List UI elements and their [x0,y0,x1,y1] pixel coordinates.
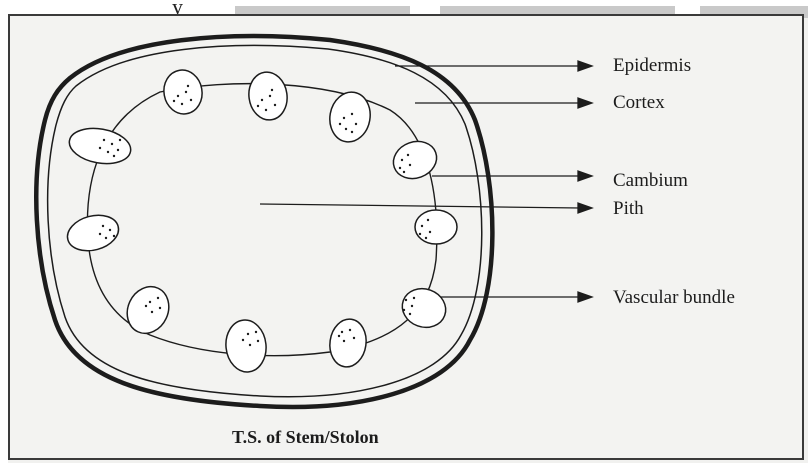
vascular-bundle [397,283,451,334]
vascular-bundle [67,124,134,168]
label-cambium: Cambium [613,170,688,192]
vascular-bundle [326,89,374,145]
vascular-bundle [160,67,205,117]
figure-caption: T.S. of Stem/Stolon [232,427,379,448]
leader-lines [260,61,592,302]
vascular-bundle [327,317,369,370]
cortex-arrowhead [578,98,592,108]
vascular-bundle-arrowhead [578,292,592,302]
label-cortex: Cortex [613,92,665,114]
vascular-bundle [415,210,457,244]
cambium-arrowhead [578,171,592,181]
vascular-bundle [120,280,177,340]
vascular-bundle [223,318,268,374]
epidermis-arrowhead [578,61,592,71]
label-epidermis: Epidermis [613,55,691,77]
vascular-bundle [246,70,290,123]
vascular-bundle [63,210,122,256]
label-vascular-bundle: Vascular bundle [613,287,735,309]
label-pith: Pith [613,198,644,220]
pith-arrowhead [578,203,592,213]
pith-leader [260,204,580,208]
vascular-bundle [388,136,442,185]
